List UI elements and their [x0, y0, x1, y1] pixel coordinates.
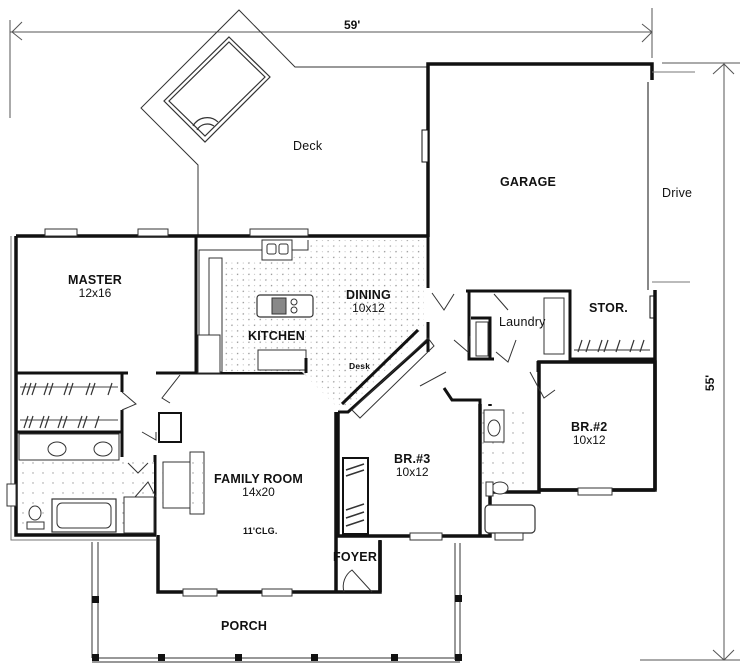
room-dining: DINING 10x12: [346, 288, 391, 316]
ceiling-note-text: 11'CLG.: [243, 526, 278, 536]
drive-label: Drive: [662, 186, 692, 200]
desk-counter: [351, 337, 435, 419]
master-closet: [20, 382, 118, 429]
room-kitchen: KITCHEN: [248, 329, 305, 343]
desk-label: Desk: [349, 361, 371, 372]
family-room: [159, 451, 205, 515]
room-name: DINING: [346, 288, 391, 302]
room-size: 14x20: [242, 485, 275, 500]
laundry-fixtures: [419, 292, 650, 399]
room-laundry: Laundry: [499, 315, 546, 329]
dimension-depth: [640, 62, 740, 661]
br3-windows: [409, 487, 613, 541]
deck-label: Deck: [293, 139, 322, 153]
room-name: FOYER: [333, 550, 378, 564]
room-master: MASTER 12x16: [68, 273, 122, 301]
deck-outline: [140, 9, 428, 236]
room-name: KITCHEN: [248, 329, 305, 343]
room-size: 10x12: [395, 465, 429, 480]
foyer-door: [342, 569, 373, 593]
room-bedroom-2: BR.#2 10x12: [571, 420, 607, 448]
room-name: PORCH: [221, 619, 268, 633]
room-name: Laundry: [499, 315, 546, 329]
br3-closet: [342, 457, 369, 535]
room-size: 10x12: [352, 301, 385, 316]
porch: [91, 542, 462, 663]
width-dimension-label: 59': [344, 18, 361, 32]
depth-dimension-label: 55': [703, 374, 718, 392]
dimension-width: [9, 8, 653, 118]
kitchen-counters: [197, 239, 309, 374]
dining-walls: [304, 237, 430, 414]
desk-label-text: Desk: [349, 361, 371, 371]
room-name: STOR.: [589, 301, 628, 315]
room-bedroom-3: BR.#3 10x12: [394, 452, 430, 480]
hall-bath: [482, 406, 536, 534]
deck-label-text: Deck: [293, 139, 323, 153]
room-storage: STOR.: [589, 301, 628, 315]
room-garage: GARAGE: [500, 175, 556, 189]
master-doors: [121, 374, 182, 474]
room-name: FAMILY ROOM: [214, 472, 304, 486]
laundry-walls: [442, 289, 655, 404]
room-name: BR.#3: [394, 452, 431, 466]
room-name: BR.#2: [571, 420, 608, 434]
room-family: FAMILY ROOM 14x20: [214, 472, 303, 500]
family-windows: [182, 588, 293, 597]
ceiling-note: 11'CLG.: [243, 526, 278, 536]
wall-offsets: [6, 236, 156, 541]
master-walls: [16, 236, 306, 535]
kitchen-island: [256, 294, 314, 318]
room-name: MASTER: [68, 273, 122, 287]
room-name: GARAGE: [500, 175, 557, 189]
kitchen-dining-floor: [222, 240, 424, 410]
room-size: 10x12: [572, 433, 606, 448]
room-porch: PORCH: [221, 619, 267, 633]
room-size: 12x16: [78, 286, 112, 301]
drive-label-text: Drive: [662, 186, 693, 200]
spa-tub: [163, 36, 271, 143]
garage-walls: [421, 62, 695, 319]
master-bath: [18, 433, 157, 534]
windows-top: [44, 228, 309, 237]
room-foyer: FOYER: [333, 550, 377, 564]
